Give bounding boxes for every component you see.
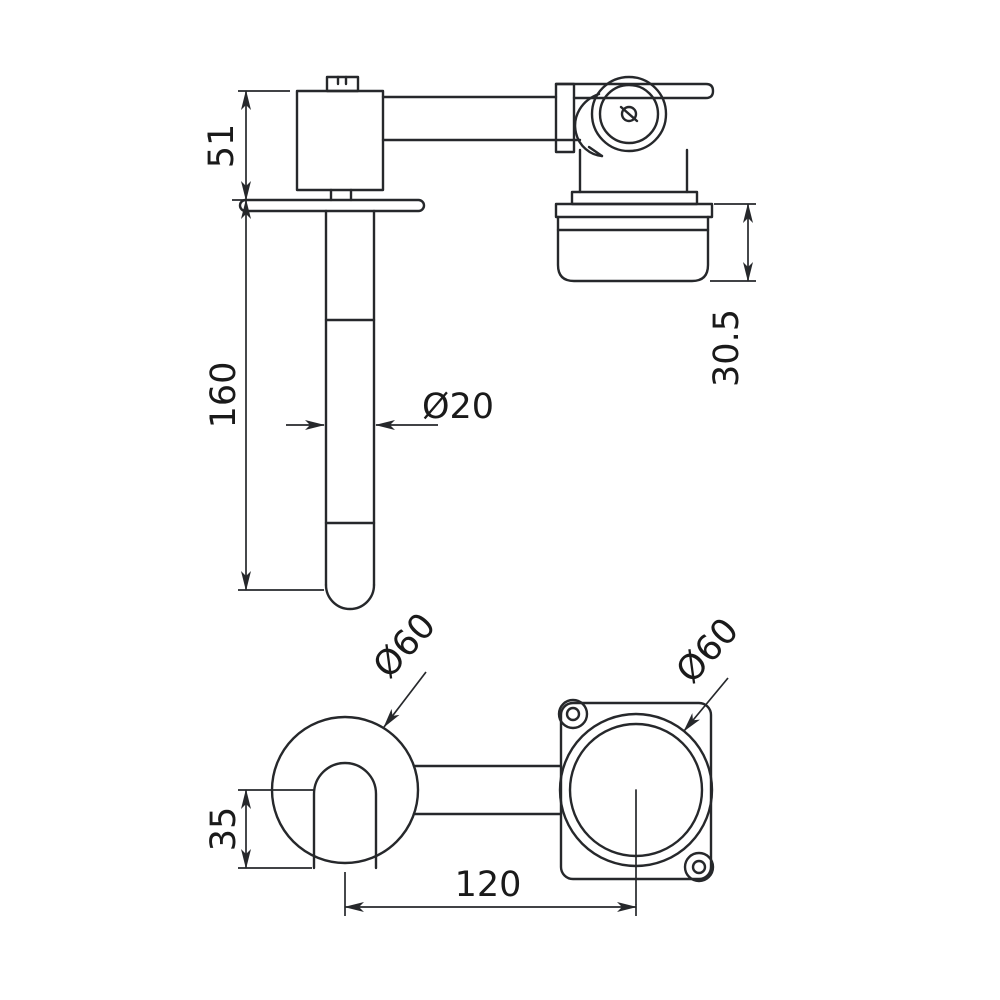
supply-pipe (381, 95, 582, 142)
lever-handle-bar (554, 82, 715, 100)
dim-160-label: 160 (204, 362, 244, 429)
dimension-dia20: Ø20 (286, 387, 494, 430)
connector-bar (412, 764, 563, 816)
side-view (238, 75, 715, 611)
screw-boss-bottom-right (683, 851, 715, 883)
tube-rounded-tip (324, 583, 376, 611)
dim-dia60-left-label: Ø60 (366, 606, 444, 686)
dimension-51: 51 (202, 90, 290, 201)
valve-flange-step (570, 190, 699, 206)
knob-screw (620, 105, 638, 123)
screw-hole-bottom-right (691, 859, 707, 875)
dim-dia20-label: Ø20 (422, 387, 494, 427)
knob-screw-slot (619, 105, 639, 123)
spout-front-outline (312, 761, 378, 870)
valve-cylinder (556, 215, 710, 283)
dimension-dia60-left: Ø60 (366, 606, 444, 728)
valve-flange-plate (554, 202, 714, 219)
dim-120-label: 120 (455, 865, 522, 905)
valve-body (578, 148, 689, 194)
handle-mount (554, 82, 576, 154)
body-neck (329, 188, 353, 202)
front-view-dimensions: 35 120 Ø60 Ø60 (204, 606, 747, 916)
screw-boss-top-left (557, 698, 589, 730)
screw-hole-top-left (565, 706, 581, 722)
lever-clip (573, 92, 604, 158)
dimension-120: 120 (344, 865, 637, 916)
wall-flange (238, 198, 426, 213)
cartridge-knob-outer (590, 75, 668, 153)
dim-dia60-right-label: Ø60 (669, 611, 747, 691)
dimension-35: 35 (204, 789, 314, 869)
dim-35-label: 35 (204, 807, 244, 852)
dim-51-label: 51 (202, 124, 242, 169)
spout-tube (324, 209, 376, 611)
dimension-dia60-right: Ø60 (669, 611, 747, 732)
side-view-dimensions: 51 160 Ø20 30.5 (202, 90, 756, 591)
set-screw-slot (336, 75, 348, 86)
cartridge-knob-inner (598, 83, 660, 145)
dimension-160: 160 (204, 199, 324, 591)
spout-body (295, 89, 385, 192)
dimension-30-5: 30.5 (707, 203, 756, 387)
set-screw-tab (325, 75, 360, 93)
dim-30-5-label: 30.5 (707, 309, 747, 387)
